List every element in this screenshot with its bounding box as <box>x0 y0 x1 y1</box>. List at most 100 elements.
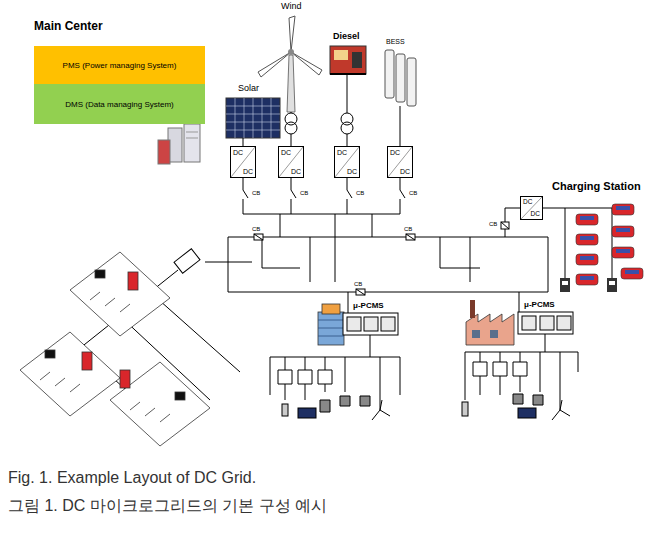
factory <box>472 330 480 338</box>
converter-type: DC <box>243 168 253 175</box>
solar-panel <box>226 98 280 138</box>
breaker-label: CB <box>404 226 412 233</box>
dc-wire <box>243 214 400 215</box>
house-block <box>110 362 210 446</box>
diesel-generator <box>352 52 362 68</box>
diesel-generator <box>330 46 366 74</box>
source-name: Solar <box>238 84 259 94</box>
house-block <box>40 372 80 392</box>
wind-turbine <box>287 55 295 112</box>
converter-diagonal <box>231 147 255 177</box>
wind-turbine <box>289 16 295 52</box>
factory-microgrid <box>465 334 578 410</box>
server-icon <box>186 132 198 133</box>
factory-microgrid <box>552 400 570 420</box>
controller-label: μ-PCMS <box>353 302 384 311</box>
battery-bank <box>396 54 405 102</box>
solar-panel <box>226 98 280 138</box>
building-microgrid <box>270 313 400 420</box>
factory-microgrid <box>473 362 527 376</box>
battery-bank <box>385 50 416 106</box>
wind-turbine <box>288 49 294 55</box>
converter-diagonal <box>279 147 303 177</box>
house-feeder <box>205 262 228 263</box>
factory-microgrid <box>462 402 468 416</box>
dc-wire <box>228 74 612 313</box>
converter-box: DCDC <box>334 146 360 178</box>
dc-wire <box>243 178 400 190</box>
charging-post <box>562 281 568 285</box>
converter-diagonal <box>388 147 412 177</box>
converter-type: DC <box>281 149 291 156</box>
office-building <box>318 304 344 345</box>
converter-type: DC <box>390 149 400 156</box>
controller-label: μ-PCMS <box>524 301 555 310</box>
system-box: PMS (Power managing System) <box>34 46 205 84</box>
factory-microgrid <box>513 394 543 405</box>
breaker-label: CB <box>409 190 417 197</box>
house-block <box>128 272 138 290</box>
source-name: BESS <box>386 38 405 46</box>
converter-type: DC <box>523 199 532 206</box>
building-microgrid <box>372 400 390 420</box>
converter-type: DC <box>400 168 410 175</box>
transformer-symbol <box>285 113 353 134</box>
factory-microgrid <box>518 312 573 334</box>
battery-bank <box>407 58 416 106</box>
factory <box>466 300 514 345</box>
server-icon <box>158 124 200 164</box>
system-name: PMS (Power managing System) <box>63 61 177 70</box>
breaker-label: CB <box>252 226 260 233</box>
breaker-label: CB <box>354 281 362 288</box>
building-microgrid <box>278 370 332 384</box>
diesel-generator <box>330 46 366 74</box>
converter-type: DC <box>233 149 243 156</box>
house-block <box>20 332 120 416</box>
charging-post <box>607 278 617 292</box>
charging-post <box>609 281 615 285</box>
converter-box: DC DC <box>387 146 413 178</box>
system-name: DMS (Data managing System) <box>65 100 173 109</box>
dc-wire <box>542 208 612 278</box>
breaker-label: CB <box>252 190 260 197</box>
dc-wire <box>348 292 519 313</box>
center-title: Main Center <box>34 20 103 33</box>
house-block <box>120 370 130 388</box>
building-microgrid <box>320 396 370 412</box>
office-building <box>322 304 340 314</box>
factory-microgrid <box>540 316 554 330</box>
factory-microgrid <box>522 316 536 330</box>
solar-panel <box>226 98 280 138</box>
caption-korean: 그림 1. DC 마이크로그리드의 기본 구성 예시 <box>8 497 327 515</box>
building-microgrid <box>282 404 288 416</box>
server-icon <box>186 138 198 139</box>
house-block <box>90 292 130 312</box>
converter-type: DC <box>291 168 301 175</box>
battery-bank <box>385 50 394 98</box>
transformer-symbol <box>341 122 353 134</box>
circuit-breaker <box>254 222 509 295</box>
source-name: Wind <box>281 2 302 12</box>
converter-box: DC DC <box>230 146 256 178</box>
converter-type: DC <box>347 168 357 175</box>
diesel-generator <box>334 50 348 60</box>
converter-diagonal <box>335 147 359 177</box>
building-microgrid <box>381 317 395 331</box>
dc-wire <box>228 237 548 292</box>
house-feeder <box>174 249 200 274</box>
server-icon <box>184 124 200 162</box>
breaker-label: CB <box>356 190 364 197</box>
transformer-symbol <box>285 122 297 134</box>
breaker-label: CB <box>489 221 497 228</box>
converter-type: DC <box>531 211 540 218</box>
charging-post <box>560 278 570 292</box>
server-icon <box>158 140 170 164</box>
converter-diagonal <box>521 197 542 219</box>
breaker-label: CB <box>300 190 308 197</box>
house-block <box>175 392 185 400</box>
dc-wire <box>243 199 400 214</box>
electric-car <box>576 204 643 285</box>
office-building <box>318 320 344 336</box>
dc-wire <box>243 74 400 146</box>
diesel-generator <box>330 73 366 75</box>
